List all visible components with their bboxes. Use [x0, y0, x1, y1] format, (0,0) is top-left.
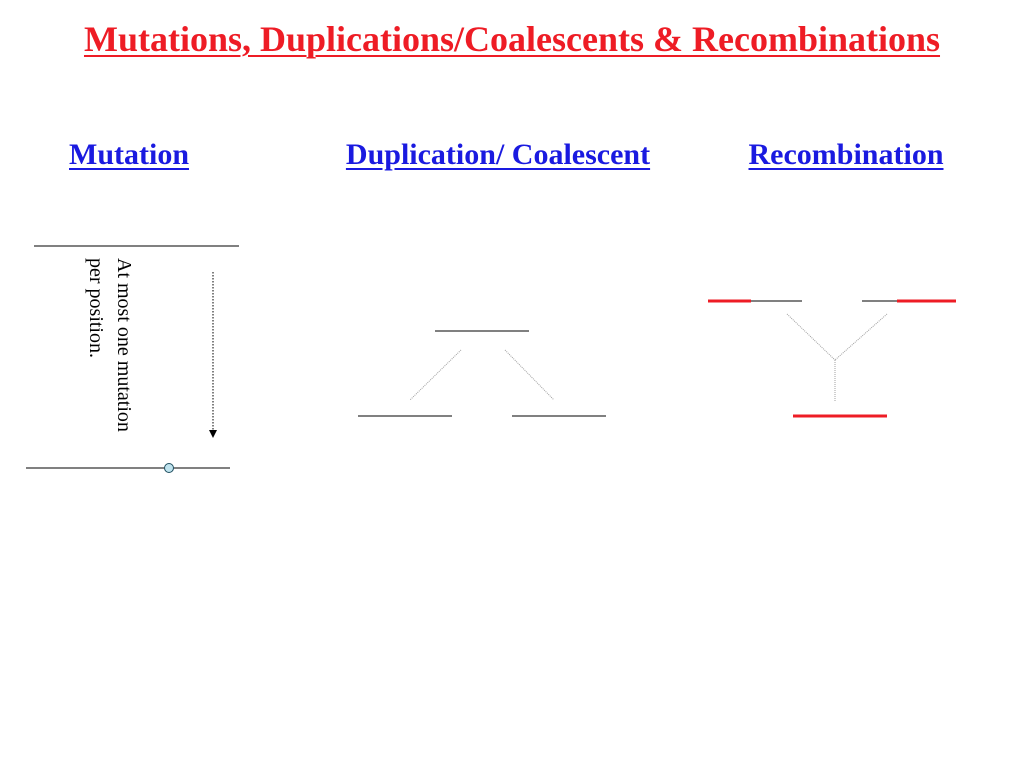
- recombination-heading[interactable]: Recombination: [748, 138, 944, 171]
- right-merge-branch: [834, 313, 888, 361]
- mutation-marker: [164, 463, 174, 473]
- mutation-heading[interactable]: Mutation: [69, 138, 189, 171]
- duplication-diagram: [358, 330, 606, 417]
- left-branch: [409, 349, 462, 401]
- duplication-coalescent-heading[interactable]: Duplication/ Coalescent: [345, 138, 651, 171]
- note-line-1: At most one mutation: [113, 258, 135, 432]
- left-merge-branch: [786, 313, 836, 361]
- note-line-2: per position.: [85, 258, 107, 358]
- right-branch: [504, 349, 555, 401]
- slide-title: Mutations, Duplications/Coalescents & Re…: [83, 19, 941, 59]
- mutation-diagram: [26, 245, 239, 473]
- mutation-constraint-note: At most one mutation per position.: [78, 258, 138, 458]
- recombination-diagram: [708, 299, 956, 418]
